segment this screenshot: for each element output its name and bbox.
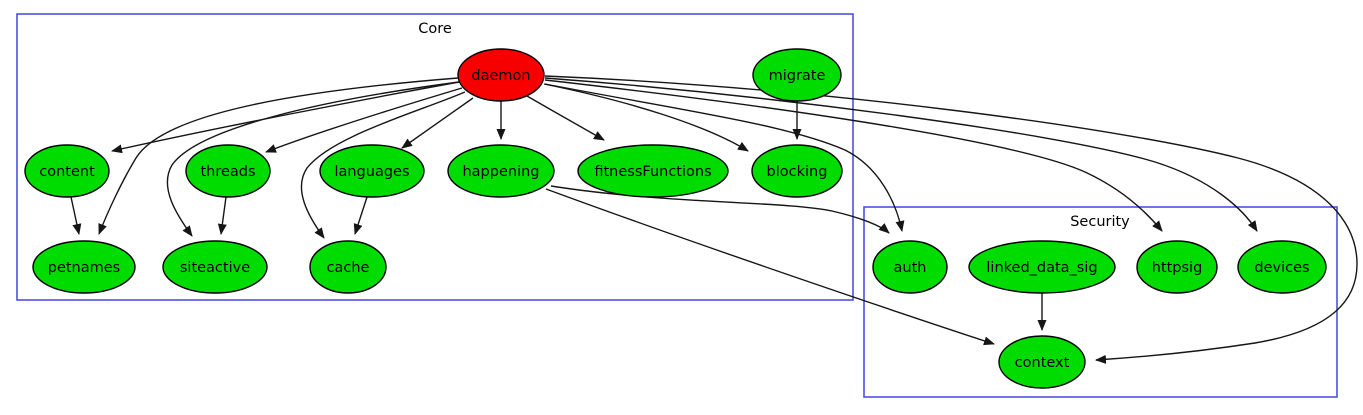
edge-daemon-to-siteactive: [166, 81, 460, 237]
edge-happening-to-context: [545, 188, 995, 346]
node-cache-label: cache: [327, 260, 370, 276]
node-happening-ellipse: [447, 144, 555, 198]
cluster-security-box: [863, 206, 1338, 398]
node-httpsig-label: httpsig: [1152, 260, 1203, 276]
node-fitnessFunctions-label: fitnessFunctions: [594, 164, 711, 180]
node-blocking: blocking: [751, 144, 843, 198]
edge-daemon-to-petnames: [98, 77, 459, 235]
node-migrate-ellipse: [752, 48, 842, 102]
node-context-ellipse: [998, 335, 1086, 389]
node-blocking-ellipse: [751, 144, 843, 198]
node-content-ellipse: [24, 144, 110, 198]
node-auth: auth: [872, 240, 948, 294]
node-httpsig: httpsig: [1136, 240, 1218, 294]
cluster-security-label: Security: [1070, 214, 1130, 230]
node-context: context: [998, 335, 1086, 389]
edge-content-to-petnames: [70, 196, 82, 235]
node-devices: devices: [1237, 240, 1327, 294]
node-linked_data_sig: linked_data_sig: [968, 240, 1116, 294]
node-devices-label: devices: [1254, 260, 1309, 276]
node-daemon: daemon: [457, 48, 545, 102]
node-fitnessFunctions: fitnessFunctions: [577, 144, 729, 198]
node-devices-ellipse: [1237, 240, 1327, 294]
cluster-core-box: [16, 13, 854, 301]
edge-daemon-to-blocking: [543, 83, 749, 152]
node-siteactive: siteactive: [162, 240, 268, 294]
edge-daemon-to-cache: [300, 91, 466, 239]
node-linked_data_sig-ellipse: [968, 240, 1116, 294]
node-auth-ellipse: [872, 240, 948, 294]
edge-daemon-to-languages: [401, 97, 474, 149]
cluster-core-label: Core: [418, 21, 452, 37]
edge-daemon-to-httpsig: [544, 79, 1163, 232]
node-petnames: petnames: [32, 240, 136, 294]
node-petnames-label: petnames: [48, 260, 121, 276]
node-languages: languages: [319, 144, 425, 198]
edge-daemon-to-auth: [544, 83, 905, 232]
node-content-label: content: [39, 164, 95, 180]
node-petnames-ellipse: [32, 240, 136, 294]
edge-daemon-to-context: [544, 75, 1358, 364]
node-context-label: context: [1015, 355, 1070, 371]
node-threads-label: threads: [200, 164, 255, 180]
node-fitnessFunctions-ellipse: [577, 144, 729, 198]
edge-languages-to-cache: [353, 196, 368, 235]
edge-daemon-to-threads: [265, 87, 463, 153]
node-languages-ellipse: [319, 144, 425, 198]
node-content: content: [24, 144, 110, 198]
edge-daemon-to-fitnessFunctions: [526, 95, 605, 141]
node-cache: cache: [309, 240, 387, 294]
nodes-layer: daemon migrate content threads languages happ…: [24, 48, 1327, 389]
node-httpsig-ellipse: [1136, 240, 1218, 294]
node-blocking-label: blocking: [767, 164, 828, 180]
node-cache-ellipse: [309, 240, 387, 294]
node-migrate: migrate: [752, 48, 842, 102]
edge-threads-to-siteactive: [217, 196, 227, 235]
node-siteactive-ellipse: [162, 240, 268, 294]
node-threads: threads: [185, 144, 271, 198]
node-auth-label: auth: [894, 260, 927, 276]
node-languages-label: languages: [334, 164, 409, 180]
node-siteactive-label: siteactive: [180, 260, 250, 276]
node-happening: happening: [447, 144, 555, 198]
node-daemon-label: daemon: [471, 68, 530, 84]
node-daemon-ellipse: [457, 48, 545, 102]
edges-layer: [70, 75, 1358, 364]
node-threads-ellipse: [185, 144, 271, 198]
node-migrate-label: migrate: [769, 68, 826, 84]
node-linked_data_sig-label: linked_data_sig: [986, 260, 1097, 276]
node-happening-label: happening: [462, 164, 539, 180]
edge-daemon-to-devices: [544, 77, 1258, 232]
edge-daemon-to-content: [111, 81, 460, 154]
